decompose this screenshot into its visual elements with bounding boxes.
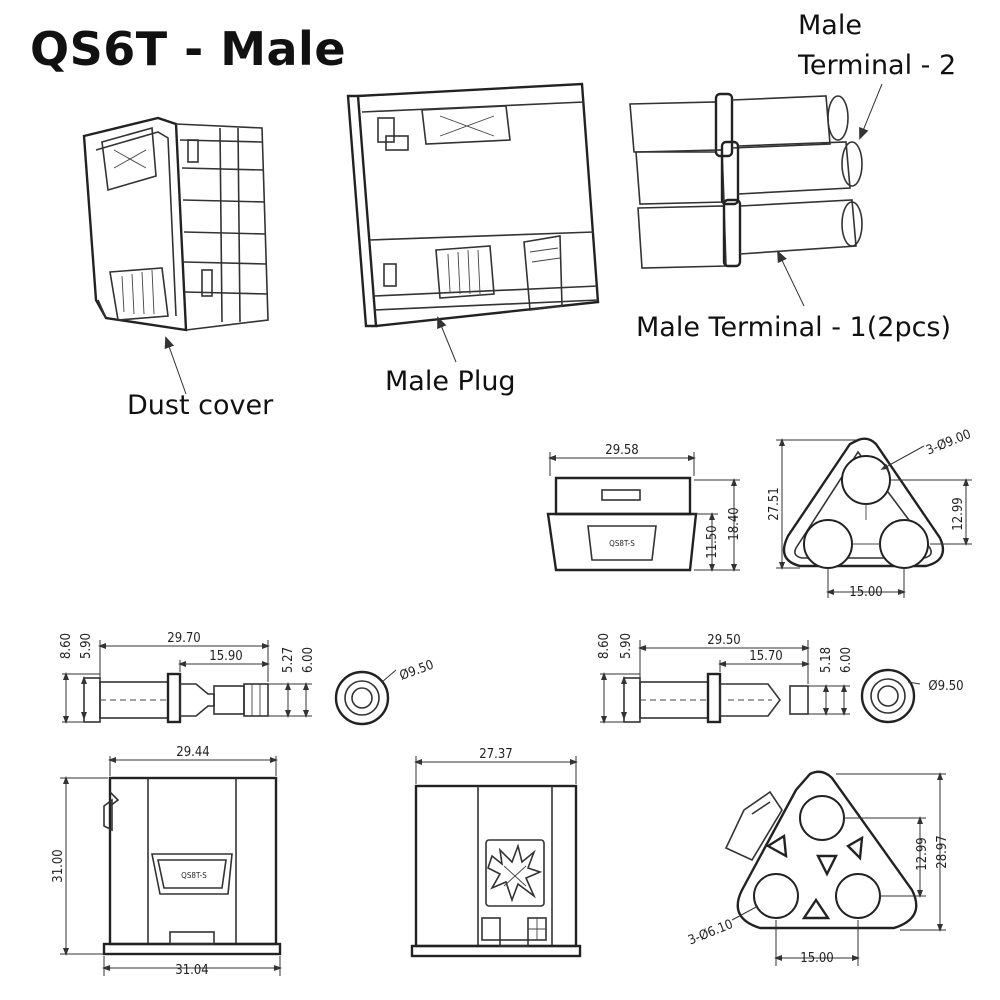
label-male-plug: Male Plug — [385, 366, 516, 397]
dim-plug-face-height: 28.97 — [935, 835, 950, 868]
male-plug-drawing — [346, 82, 600, 363]
label-dust-cover: Dust cover — [127, 390, 274, 421]
dim-plug-front-width: 27.37 — [479, 747, 512, 762]
plug-front-view: 27.37 — [410, 747, 582, 958]
dim-cover-face-height: 27.51 — [767, 487, 782, 520]
dim-cover-width: 29.58 — [605, 443, 638, 458]
dim-plug-face-offset: 12.99 — [915, 837, 930, 870]
dim-t2-h-right-a: 5.27 — [281, 647, 296, 673]
dim-cover-h1: 11.50 — [705, 525, 720, 558]
dim-cover-hole-offset: 12.99 — [951, 497, 966, 530]
dim-cover-hole-pitch: 15.00 — [849, 585, 882, 600]
dim-plug-side-top: 29.44 — [176, 745, 209, 760]
dim-t2-dia: Ø9.50 — [398, 658, 436, 684]
terminal-2-side-view: 29.70 15.90 8.60 5.90 5.27 6.00 Ø9.50 — [59, 631, 436, 726]
cover-front-view: QS8T-S 29.58 11.50 18.40 — [546, 443, 742, 572]
dim-t1-h-left-b: 5.90 — [619, 633, 634, 659]
dim-plug-side-height: 31.00 — [51, 849, 66, 882]
plug-side-view: QS8T-S 29.44 31.00 31.04 — [51, 745, 282, 978]
page-title: QS6T - Male — [30, 22, 347, 76]
dim-cover-hole-dia: 3-Ø9.00 — [924, 427, 973, 458]
cover-triangle-face: 27.51 3-Ø9.00 12.99 15.00 — [767, 427, 973, 600]
male-terminals-drawing — [629, 83, 883, 307]
plug-side-logo-text: QS8T-S — [181, 871, 207, 880]
dim-plug-face-pitch: 15.00 — [800, 951, 833, 966]
plug-triangle-face: 28.97 12.99 15.00 3-Ø6.10 — [686, 770, 950, 966]
label-male-terminal-1: Male Terminal - 1(2pcs) — [636, 312, 952, 343]
dim-t1-h-right-b: 6.00 — [839, 647, 854, 673]
dim-cover-h2: 18.40 — [727, 507, 742, 540]
label-male-terminal-2-line2: Terminal - 2 — [798, 50, 957, 81]
dim-plug-side-bottom: 31.04 — [175, 963, 208, 978]
dim-t1-dia: Ø9.50 — [928, 679, 963, 694]
cover-logo-text: QS8T-S — [609, 539, 635, 548]
dim-t2-h-left-b: 5.90 — [79, 633, 94, 659]
terminal-1-side-view: 29.50 15.70 8.60 5.90 5.18 6.00 Ø9.50 — [597, 633, 964, 724]
dim-t2-h-left-a: 8.60 — [59, 633, 74, 659]
dim-t1-h-left-a: 8.60 — [597, 633, 612, 659]
dim-t2-pin: 15.90 — [209, 649, 242, 664]
dim-t1-total: 29.50 — [707, 633, 740, 648]
dust-cover-drawing — [82, 116, 269, 395]
dim-t1-pin: 15.70 — [749, 649, 782, 664]
dim-t2-h-right-b: 6.00 — [301, 647, 316, 673]
dim-plug-face-hole-dia: 3-Ø6.10 — [686, 917, 735, 948]
label-male-terminal-2-line1: Male — [798, 10, 862, 41]
dim-t2-total: 29.70 — [167, 631, 200, 646]
dim-t1-h-right-a: 5.18 — [819, 647, 834, 673]
